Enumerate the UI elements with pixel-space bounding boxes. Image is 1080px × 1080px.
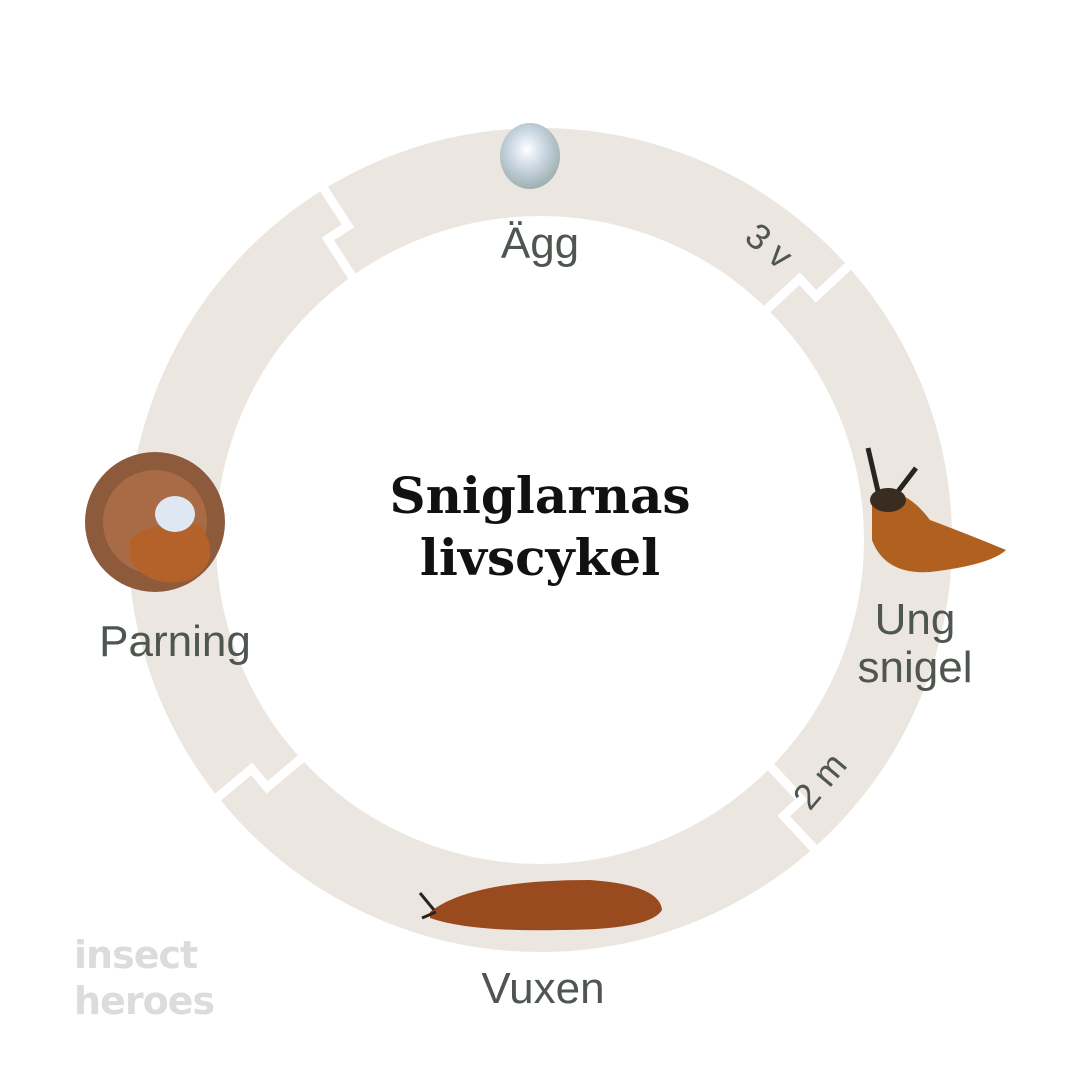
logo-line-2: heroes — [74, 979, 215, 1023]
mating-slugs-image — [85, 452, 225, 592]
arrow-separator-top-right — [759, 257, 858, 317]
adult-slug-image — [418, 880, 662, 931]
stage-label-adult: Vuxen — [481, 964, 605, 1013]
logo-line-1: insect — [74, 933, 198, 977]
stage-label-mating: Parning — [99, 617, 251, 666]
young-slug-image — [865, 447, 1006, 573]
insect-heroes-logo: insect heroes — [74, 932, 215, 1024]
arrow-separator-bottom-left — [208, 751, 309, 806]
diagram-title: Sniglarnas livscykel — [290, 465, 790, 589]
arrow-separator-bottom-right — [763, 759, 823, 858]
title-line-2: livscykel — [419, 528, 661, 587]
stage-label-young-slug: Ung snigel — [857, 595, 973, 692]
stage-label-egg: Ägg — [500, 219, 580, 268]
title-line-1: Sniglarnas — [389, 466, 691, 525]
egg-image — [500, 123, 560, 189]
arrow-separator-top-left — [315, 179, 359, 284]
